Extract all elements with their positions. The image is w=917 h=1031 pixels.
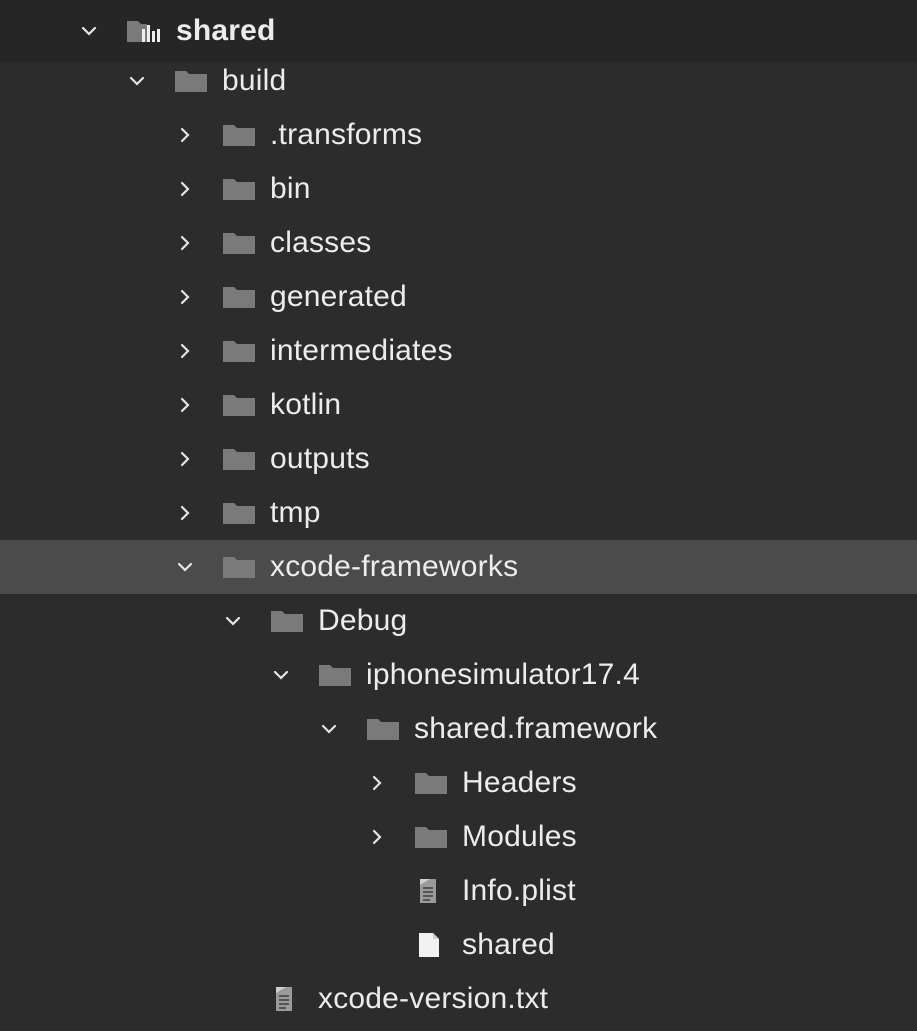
tree-row-info-plist[interactable]: Info.plist: [0, 864, 917, 918]
chevron-right-icon[interactable]: [174, 232, 196, 254]
chevron-right-icon[interactable]: [366, 826, 388, 848]
chevron-right-icon[interactable]: [174, 394, 196, 416]
tree-row-xcode-frameworks[interactable]: xcode-frameworks: [0, 540, 917, 594]
tree-item-label: kotlin: [270, 388, 342, 421]
folder-icon: [366, 717, 400, 741]
tree-row-modules[interactable]: Modules: [0, 810, 917, 864]
tree-row-shared[interactable]: shared: [0, 918, 917, 972]
tree-row-shared[interactable]: shared: [0, 0, 917, 62]
tree-row-generated[interactable]: generated: [0, 270, 917, 324]
folder-icon: [222, 339, 256, 363]
tree-item-label: Info.plist: [462, 874, 576, 907]
tree-item-label: shared: [176, 14, 276, 47]
tree-item-label: shared.framework: [414, 712, 658, 745]
chevron-right-icon[interactable]: [174, 448, 196, 470]
tree-item-label: outputs: [270, 442, 370, 475]
folder-icon: [318, 663, 352, 687]
tree-row-intermediates[interactable]: intermediates: [0, 324, 917, 378]
tree-row-classes[interactable]: classes: [0, 216, 917, 270]
text-file-icon: [414, 879, 448, 903]
tree-item-label: Headers: [462, 766, 577, 799]
chevron-right-icon[interactable]: [174, 178, 196, 200]
folder-icon: [222, 231, 256, 255]
tree-row-transforms[interactable]: .transforms: [0, 108, 917, 162]
text-file-icon: [270, 987, 304, 1011]
folder-icon: [174, 69, 208, 93]
file-icon: [414, 933, 448, 957]
tree-row-build[interactable]: build: [0, 54, 917, 108]
folder-icon: [222, 285, 256, 309]
tree-item-label: build: [222, 64, 287, 97]
tree-item-label: generated: [270, 280, 407, 313]
tree-item-label: Debug: [318, 604, 408, 637]
tree-row-xcode-version-txt[interactable]: xcode-version.txt: [0, 972, 917, 1026]
folder-icon: [270, 609, 304, 633]
tree-item-label: iphonesimulator17.4: [366, 658, 640, 691]
folder-icon: [222, 177, 256, 201]
chevron-down-icon[interactable]: [174, 556, 196, 578]
tree-item-label: xcode-version.txt: [318, 982, 549, 1015]
folder-icon: [414, 825, 448, 849]
chevron-right-icon[interactable]: [174, 286, 196, 308]
chevron-right-icon[interactable]: [366, 772, 388, 794]
module-icon: [126, 19, 160, 43]
tree-item-label: shared: [462, 928, 555, 961]
chevron-down-icon[interactable]: [318, 718, 340, 740]
chevron-down-icon[interactable]: [126, 70, 148, 92]
tree-item-label: tmp: [270, 496, 321, 529]
tree-item-label: .transforms: [270, 118, 423, 151]
tree-item-label: bin: [270, 172, 311, 205]
tree-row-iphonesimulator17-4[interactable]: iphonesimulator17.4: [0, 648, 917, 702]
folder-icon: [222, 123, 256, 147]
tree-row-tmp[interactable]: tmp: [0, 486, 917, 540]
chevron-right-icon[interactable]: [174, 340, 196, 362]
chevron-down-icon[interactable]: [270, 664, 292, 686]
tree-item-label: intermediates: [270, 334, 453, 367]
tree-item-label: Modules: [462, 820, 577, 853]
tree-row-debug[interactable]: Debug: [0, 594, 917, 648]
chevron-down-icon[interactable]: [78, 20, 100, 42]
folder-icon: [222, 447, 256, 471]
chevron-right-icon[interactable]: [174, 124, 196, 146]
chevron-down-icon[interactable]: [222, 610, 244, 632]
tree-row-headers[interactable]: Headers: [0, 756, 917, 810]
folder-icon: [222, 555, 256, 579]
chevron-right-icon[interactable]: [174, 502, 196, 524]
tree-row-kotlin[interactable]: kotlin: [0, 378, 917, 432]
tree-item-label: xcode-frameworks: [270, 550, 519, 583]
tree-row-outputs[interactable]: outputs: [0, 432, 917, 486]
tree-item-label: classes: [270, 226, 372, 259]
folder-icon: [222, 393, 256, 417]
folder-icon: [414, 771, 448, 795]
tree-row-bin[interactable]: bin: [0, 162, 917, 216]
folder-icon: [222, 501, 256, 525]
tree-row-shared-framework[interactable]: shared.framework: [0, 702, 917, 756]
